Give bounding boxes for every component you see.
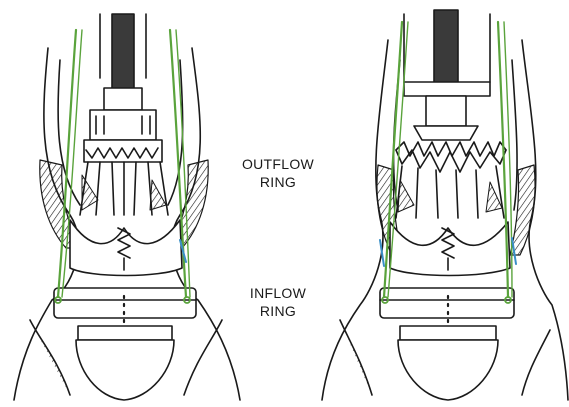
left-nose-base <box>78 326 172 340</box>
inflow-label-line2: RING <box>228 302 328 320</box>
right-native-tissue-left <box>340 320 372 395</box>
right-holder-collar <box>426 96 466 126</box>
right-figure <box>322 10 568 400</box>
right-inner-wall-right <box>512 60 517 210</box>
right-sheath-bottom <box>404 82 490 96</box>
left-holder-collar <box>104 88 142 110</box>
left-figure <box>14 14 240 400</box>
outflow-label-line1: OUTFLOW <box>228 155 328 173</box>
right-native-tissue-right <box>522 330 550 395</box>
right-stent-hatch <box>398 180 502 212</box>
inflow-ring-label: INFLOW RING <box>228 284 328 320</box>
outflow-label-line2: RING <box>228 173 328 191</box>
left-native-tissue-left <box>30 320 70 395</box>
right-nose-base <box>400 326 496 340</box>
outflow-ring-label: OUTFLOW RING <box>228 155 328 191</box>
right-aortic-wall-left <box>322 40 388 400</box>
right-outflow-crown-lower <box>396 150 506 172</box>
left-holder-body <box>90 110 156 140</box>
left-nose-cone <box>76 340 174 400</box>
right-delivery-shaft <box>434 10 458 88</box>
left-delivery-shaft <box>112 14 134 98</box>
left-native-tissue-right <box>184 320 222 395</box>
right-nose-cone <box>398 340 498 400</box>
inflow-label-line1: INFLOW <box>228 284 328 302</box>
right-holder-flare <box>414 126 478 140</box>
